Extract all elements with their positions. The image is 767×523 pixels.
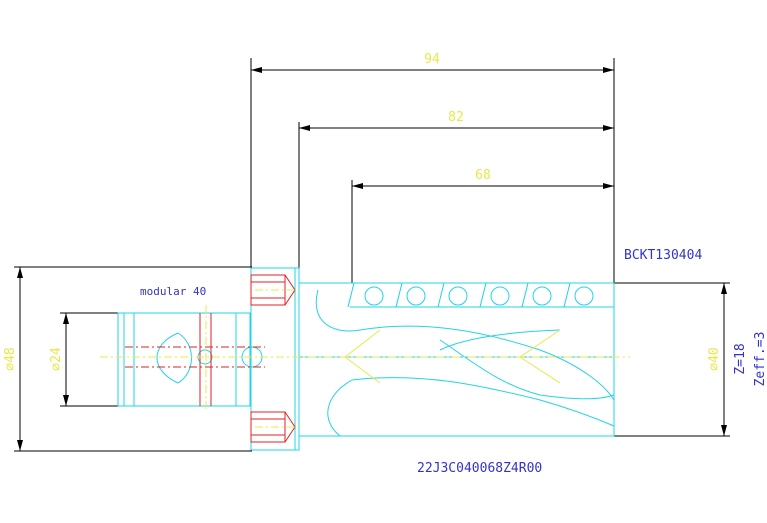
- z-eff-label: Zeff.=3: [753, 332, 767, 387]
- dim-text-82: 82: [448, 110, 464, 125]
- arrow-24-top: [63, 313, 69, 324]
- bore-end: [117, 312, 135, 407]
- clamp-screws: [125, 274, 296, 443]
- insert-screw-1: [364, 286, 384, 306]
- flute-curve-1: [315, 289, 615, 401]
- arrow-82-left: [299, 125, 310, 131]
- arrow-94-left: [251, 67, 262, 73]
- flute-curve-3: [351, 377, 615, 427]
- modular-label: modular 40: [140, 285, 206, 298]
- insert-screw-5: [532, 286, 552, 306]
- insert-screw-2: [406, 286, 426, 306]
- center-lines: [100, 289, 630, 428]
- modular-bore: [117, 312, 251, 407]
- flute-curve-4: [439, 339, 615, 400]
- flute-curve-2: [327, 379, 353, 437]
- dim-text-40: ⌀40: [707, 347, 722, 370]
- insert-screw-4: [490, 286, 510, 306]
- insert-label: BCKT130404: [624, 248, 702, 263]
- dim-text-48: ⌀48: [3, 347, 18, 370]
- screw-top: [250, 274, 286, 306]
- screw-bottom: [250, 411, 286, 443]
- dim-text-24: ⌀24: [49, 347, 64, 371]
- dim-text-68: 68: [475, 168, 491, 183]
- flute-edge-right: [519, 329, 561, 384]
- arrow-82-right: [603, 125, 614, 131]
- arrow-48-top: [17, 267, 23, 278]
- arrow-48-bottom: [17, 440, 23, 451]
- z-count-label: Z=18: [733, 343, 748, 374]
- dim-text-94: 94: [424, 52, 440, 67]
- arrow-94-right: [603, 67, 614, 73]
- arrow-68-left: [352, 183, 363, 189]
- insert-screw-6: [574, 286, 594, 306]
- flute-curve-5: [439, 329, 561, 351]
- cutting-body: [299, 282, 615, 437]
- bore-lens: [156, 332, 192, 384]
- insert-screw-3: [448, 286, 468, 306]
- insert-pockets: [347, 282, 594, 308]
- arrow-40-bottom: [721, 425, 727, 436]
- dimension-lines: [14, 58, 730, 452]
- arrow-40-top: [721, 283, 727, 294]
- arrow-68-right: [603, 183, 614, 189]
- flute-edge-left: [344, 329, 381, 384]
- arrow-24-bottom: [63, 395, 69, 406]
- shank-body: [250, 267, 300, 451]
- part-code-label: 22J3C040068Z4R00: [417, 461, 542, 476]
